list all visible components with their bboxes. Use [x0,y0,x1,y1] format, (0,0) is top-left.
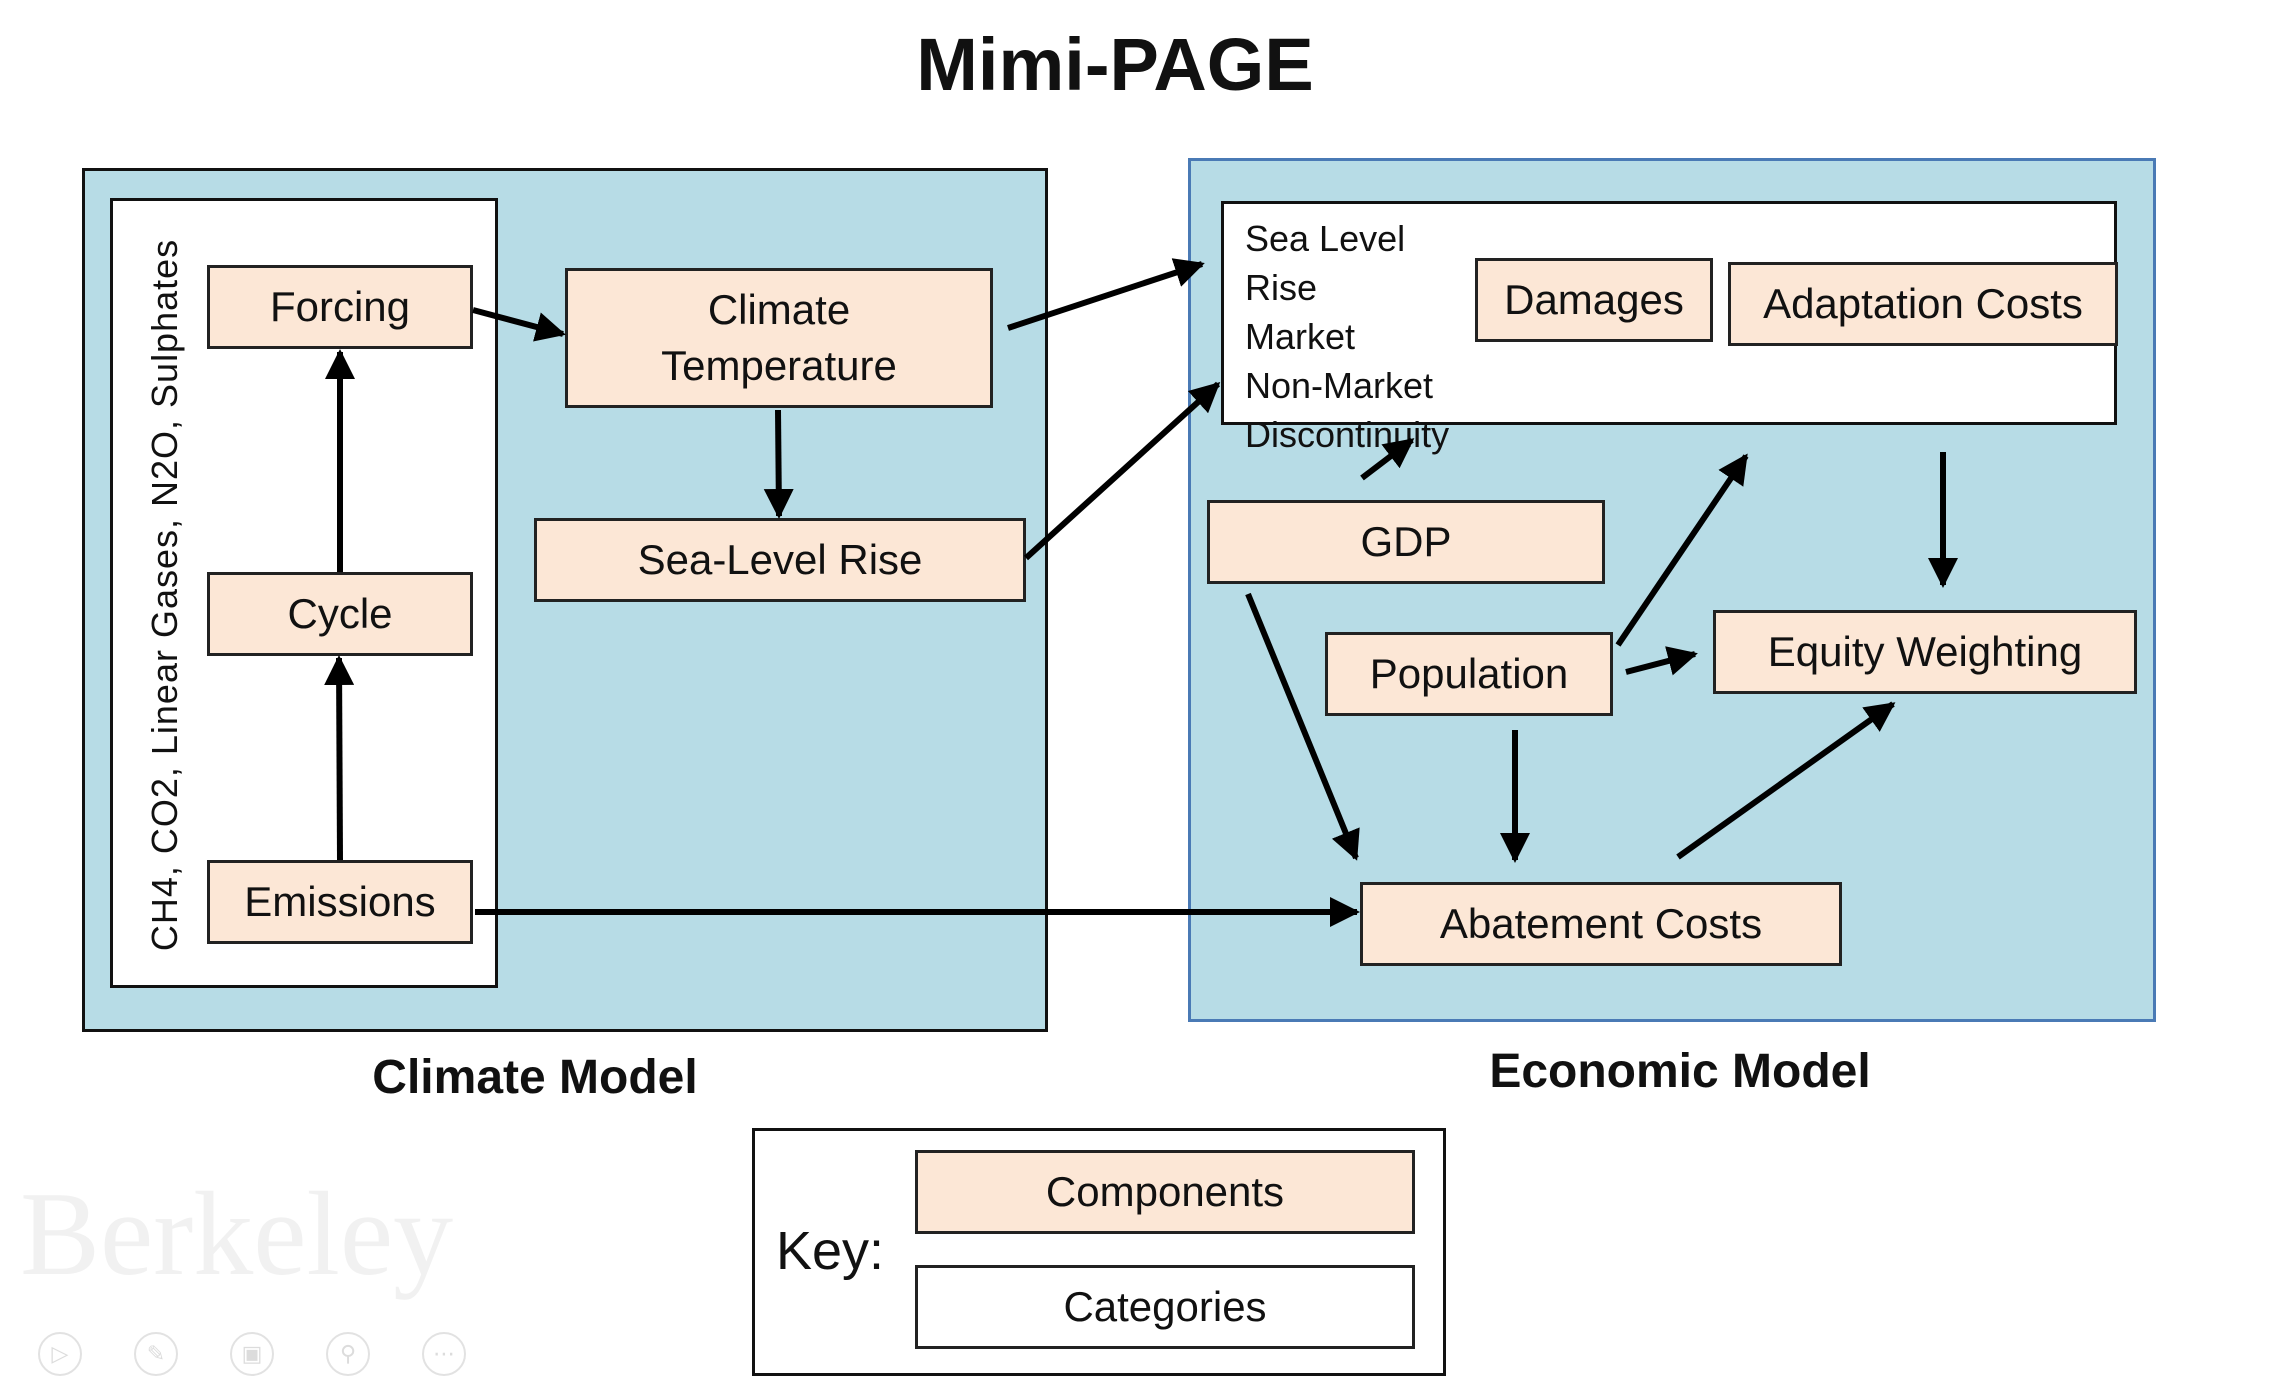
cycle-component: Cycle [207,572,473,656]
key-categories-swatch: Categories [915,1265,1415,1349]
category-sea-level-rise: Sea Level Rise [1245,218,1406,308]
category-non-market: Non-Market [1245,365,1434,406]
key-components-swatch: Components [915,1150,1415,1234]
arrow-emissions-to-cycle [324,655,355,861]
emissions-component: Emissions [207,860,473,944]
arrow-sealevel-to-damages [1023,381,1221,561]
damage-categories-list: Sea Level Rise Market Non-Market Discont… [1245,214,1485,459]
arrow-gdp-to-damages [1360,437,1415,481]
adaptation-costs-component: Adaptation Costs [1728,262,2118,346]
population-component: Population [1325,632,1613,716]
gdp-component: GDP [1207,500,1605,584]
arrow-temperature-to-sealevel [763,409,794,519]
abatement-costs-component: Abatement Costs [1360,882,1842,966]
category-market: Market [1245,316,1356,357]
key-label: Key: [776,1221,885,1281]
arrow-forcing-to-temperature [472,307,566,342]
zoom-icon[interactable]: ⚲ [326,1332,370,1376]
equity-weighting-component: Equity Weighting [1713,610,2137,694]
arrow-temperature-to-damages [1007,258,1205,331]
watermark-logo: Berkeley [20,1167,454,1300]
arrow-abatement-to-equity [1676,701,1896,860]
sea-level-rise-component: Sea-Level Rise [534,518,1026,602]
damages-component: Damages [1475,258,1713,342]
arrow-population-to-equity [1625,646,1698,676]
pen-icon[interactable]: ✎ [134,1332,178,1376]
play-icon[interactable]: ▷ [38,1332,82,1376]
climate-model-label: Climate Model [372,1051,698,1104]
forcing-component: Forcing [207,265,473,349]
slides-icon[interactable]: ▣ [230,1332,274,1376]
more-icon[interactable]: ⋯ [422,1332,466,1376]
arrow-gdp-to-abatement [1245,592,1360,861]
diagram-title: Mimi-PAGE [916,23,1314,106]
economic-model-label: Economic Model [1489,1045,1871,1098]
category-discontinuity: Discontinuity [1245,414,1450,455]
climate-temperature-component: Climate Temperature [565,268,993,408]
arrow-population-to-adaptation [1615,453,1749,647]
